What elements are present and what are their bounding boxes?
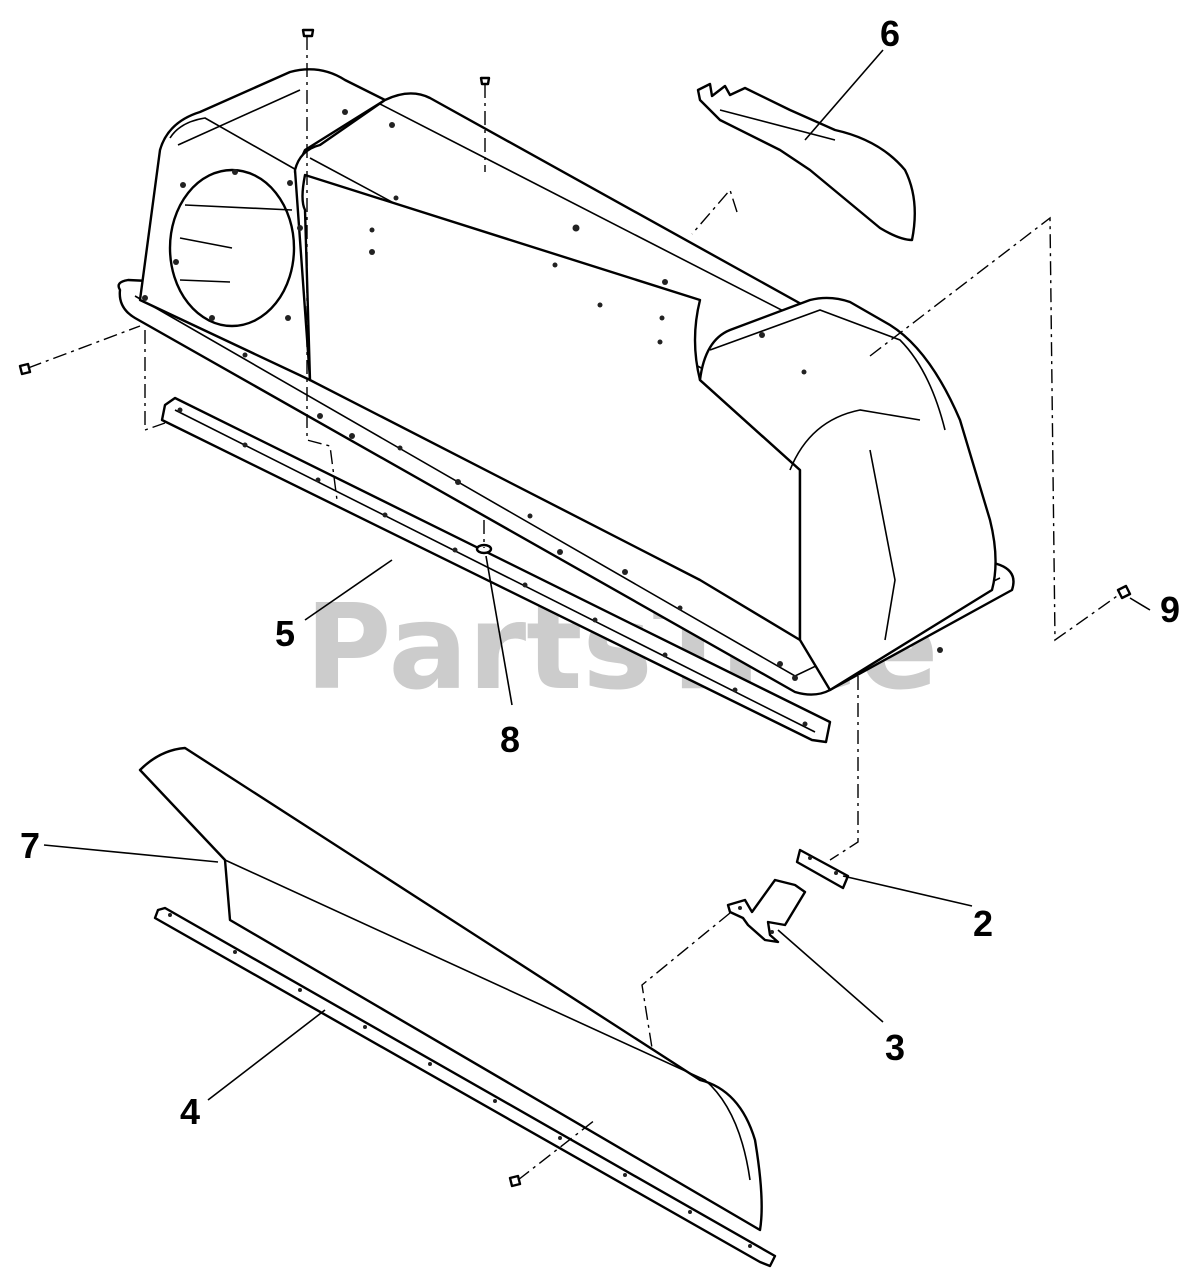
assembly-lines [27, 36, 1121, 1181]
callout-5: 5 [275, 613, 295, 654]
part-8-washer [475, 543, 493, 555]
part-3-bracket [726, 878, 807, 944]
part-2-plate [795, 848, 850, 890]
callout-2: 2 [973, 903, 993, 944]
blower-housing [117, 68, 1015, 696]
callout-4: 4 [180, 1091, 200, 1132]
callout-6: 6 [880, 13, 900, 54]
leader-lines [43, 49, 1151, 1101]
callout-7: 7 [20, 825, 40, 866]
callout-9: 9 [1160, 589, 1180, 630]
part-7-shield [138, 746, 763, 1232]
part-5-rail [160, 396, 832, 744]
callouts: 6 9 5 8 7 2 3 4 [20, 13, 1180, 1132]
screws [18, 28, 1132, 1188]
housing-holes [142, 109, 943, 681]
callout-3: 3 [885, 1027, 905, 1068]
part-6-deflector [696, 82, 916, 242]
callout-8: 8 [500, 719, 520, 760]
part-4-strip [153, 906, 777, 1268]
